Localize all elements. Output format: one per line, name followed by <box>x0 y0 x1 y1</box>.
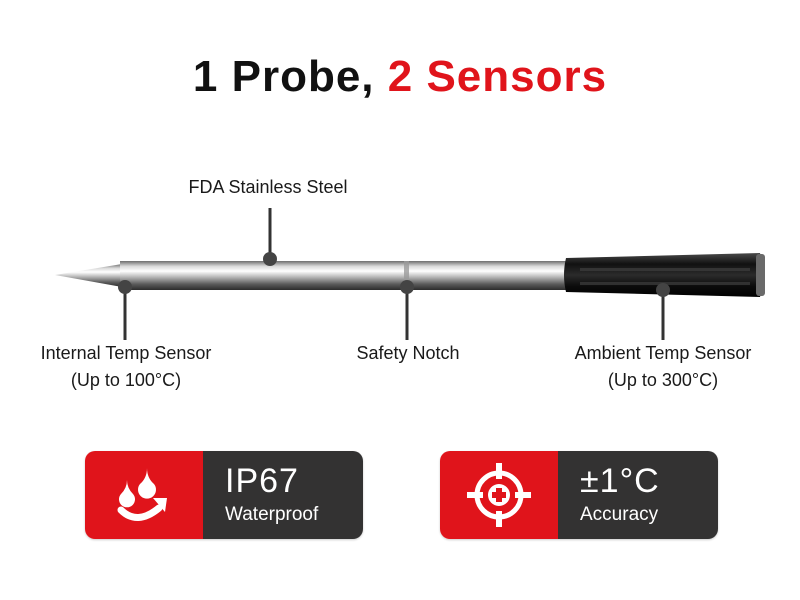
title-part-1: 1 Probe, <box>192 52 388 101</box>
notch-dot <box>400 280 414 294</box>
probe-tip <box>55 264 122 287</box>
ambient-sensor-dot <box>656 283 670 297</box>
safety-notch-label: Safety Notch <box>356 343 460 363</box>
ambient-sensor-label: Ambient Temp Sensor (Up to 300°C) <box>574 343 752 390</box>
waterproof-card: IP67 Waterproof <box>85 451 363 539</box>
accuracy-value: ±1°C <box>580 462 660 500</box>
title-part-2: 2 Sensors <box>387 52 608 101</box>
crosshair-target-icon <box>440 451 558 539</box>
internal-sensor-range: (Up to 100°C) <box>70 370 182 390</box>
water-drop-icon <box>85 451 203 539</box>
safety-notch <box>404 261 409 290</box>
internal-sensor-label: Internal Temp Sensor (Up to 100°C) <box>40 343 212 390</box>
internal-sensor-dot <box>118 280 132 294</box>
probe-shaft <box>120 261 568 290</box>
accuracy-caption: Accuracy <box>580 504 659 525</box>
accuracy-card: ±1°C Accuracy <box>440 451 718 539</box>
waterproof-caption: Waterproof <box>225 504 319 525</box>
page-title: 1 Probe, 2 Sensors <box>0 52 800 102</box>
waterproof-value: IP67 <box>225 462 299 500</box>
material-label: FDA Stainless Steel <box>188 177 348 197</box>
probe-handle <box>564 253 763 297</box>
ambient-sensor-range: (Up to 300°C) <box>607 370 719 390</box>
material-dot <box>263 252 277 266</box>
